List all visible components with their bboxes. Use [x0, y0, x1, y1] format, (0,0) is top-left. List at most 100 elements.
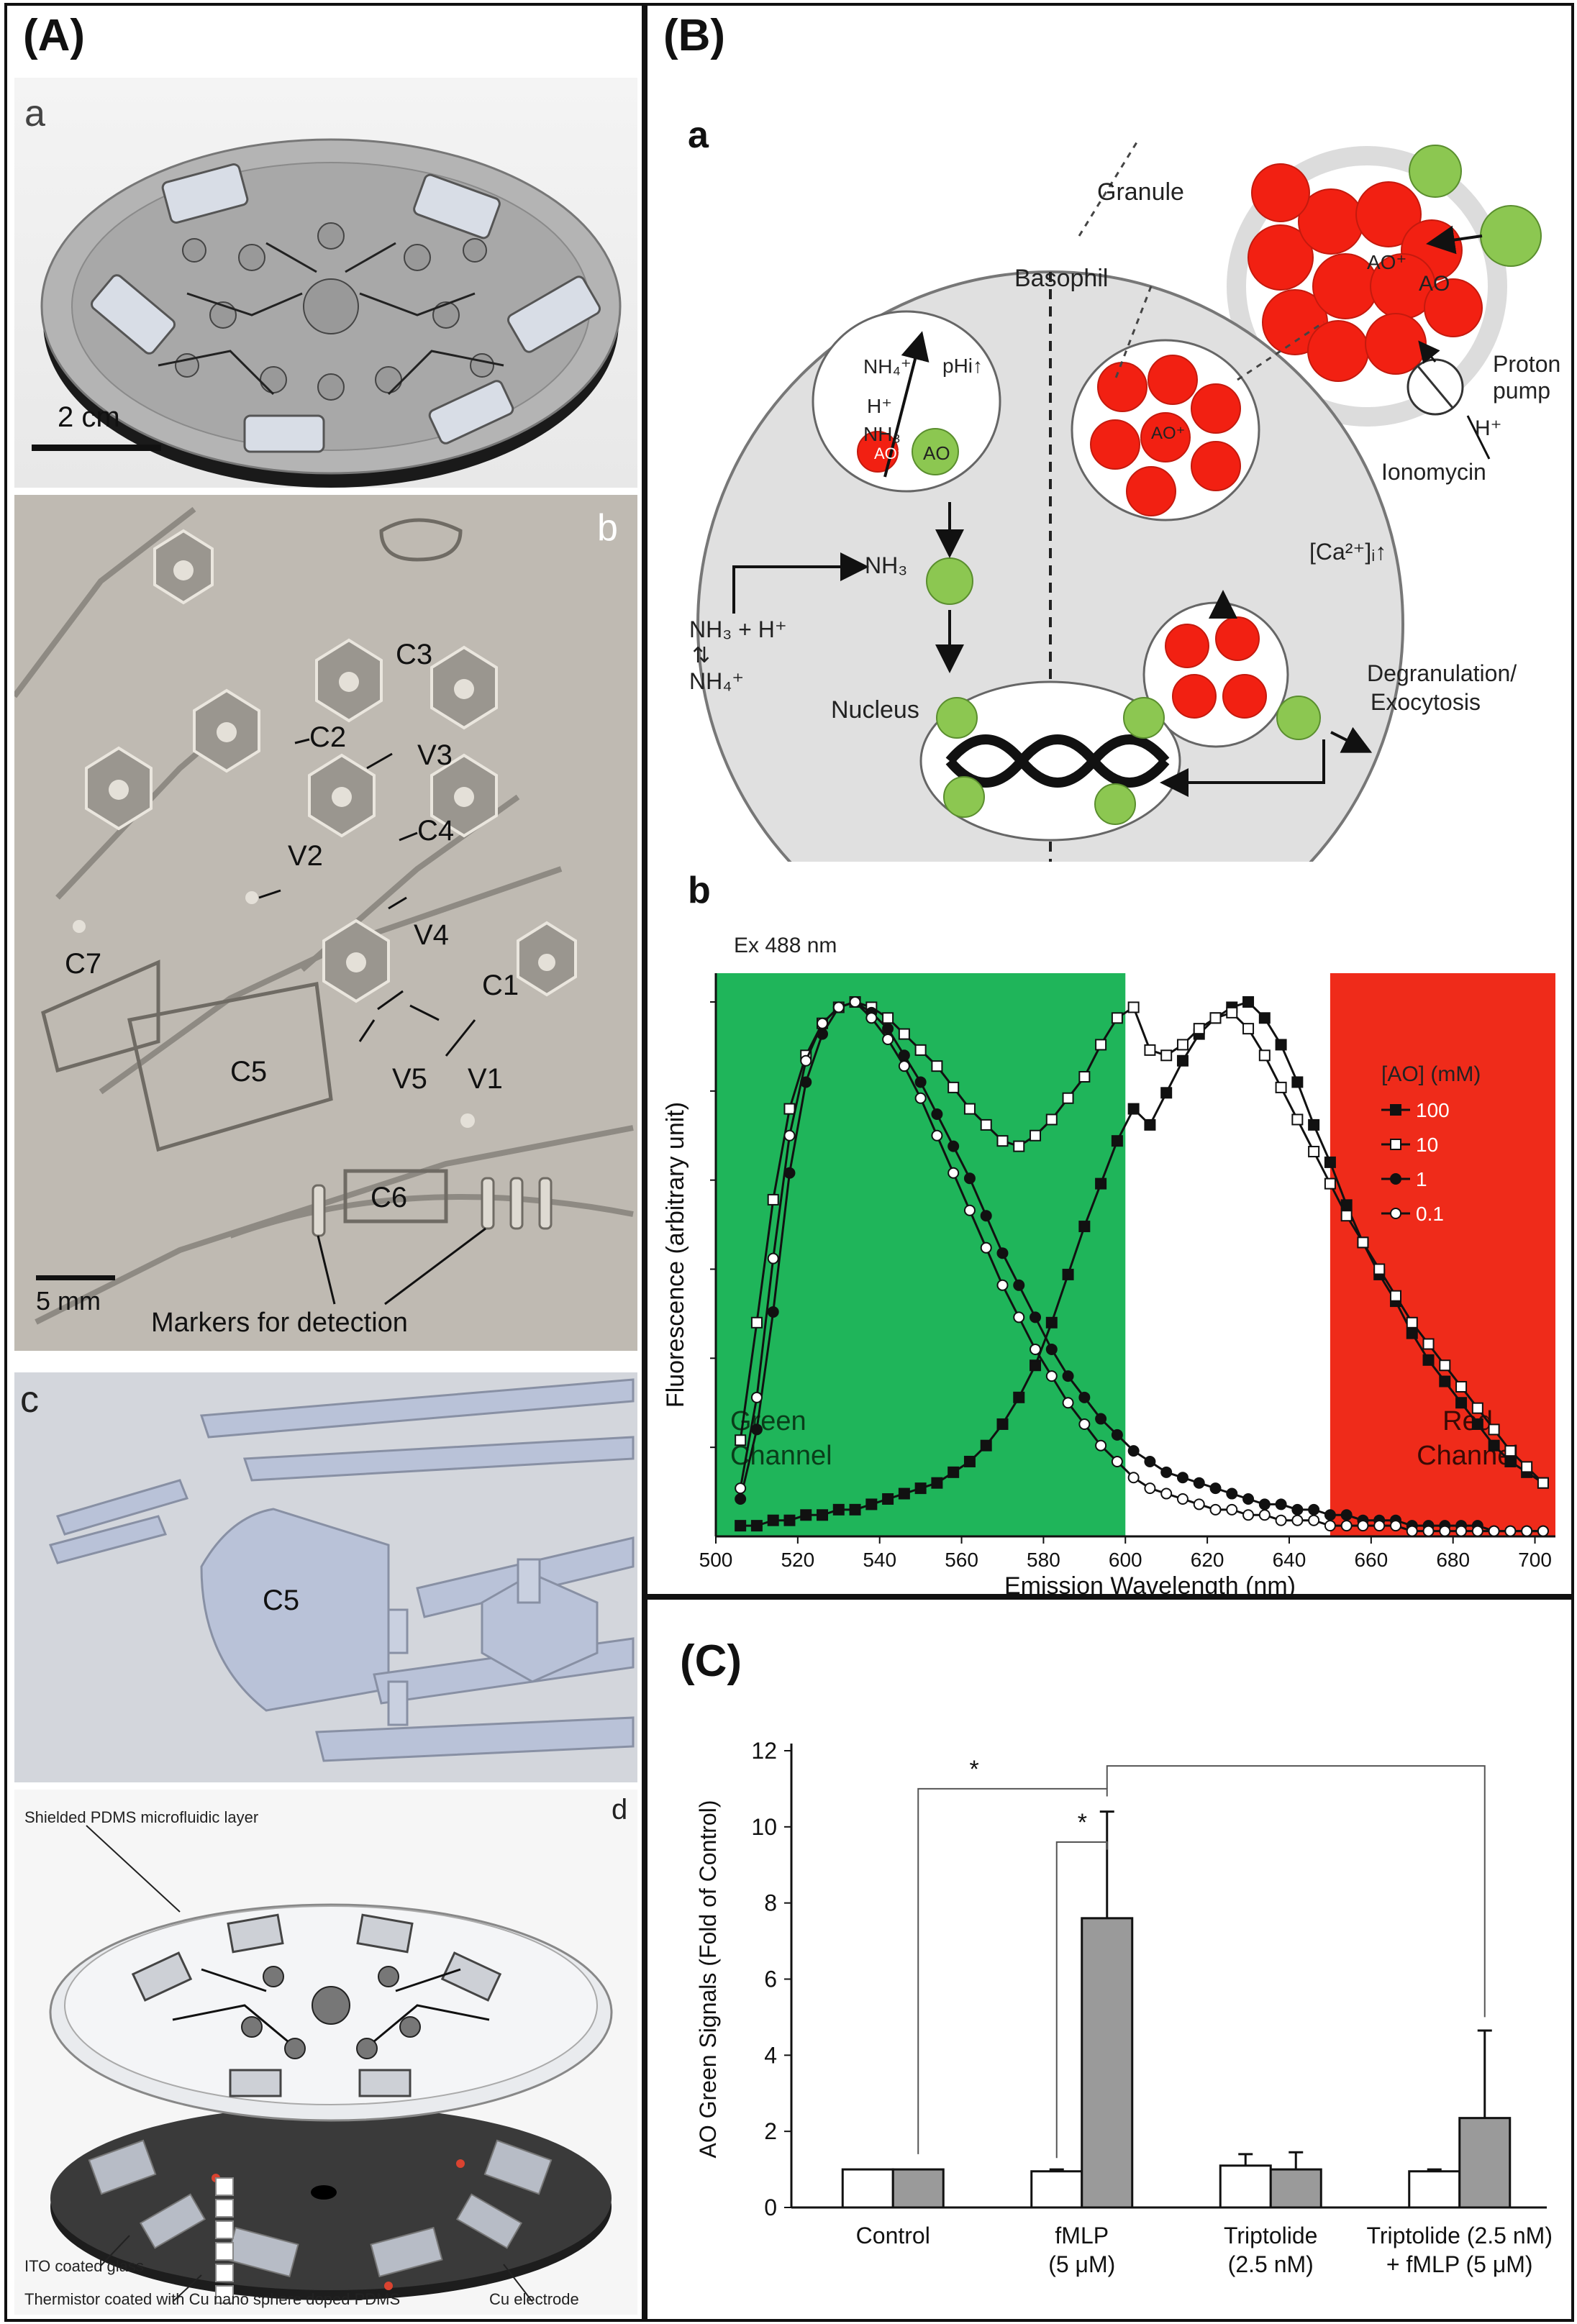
data-point-10 [1258, 1049, 1271, 1062]
data-point-0.1 [980, 1241, 992, 1254]
chamber-label-c3: C3 [396, 639, 433, 670]
data-point-100 [1030, 1359, 1042, 1372]
shield-layer-label: Shielded PDMS microfluidic layer [24, 1808, 259, 1826]
basophil-schematic [696, 142, 1542, 862]
data-point-100 [800, 1509, 812, 1521]
x-tick-label: 520 [781, 1549, 814, 1571]
data-point-10 [1095, 1039, 1107, 1051]
chamber-label-c1: C1 [482, 970, 519, 1001]
data-point-0.1 [1258, 1509, 1271, 1521]
data-point-1 [1062, 1370, 1074, 1382]
data-point-0.1 [817, 1017, 829, 1029]
subpanel-c-label: c [20, 1379, 39, 1421]
data-point-10 [1521, 1461, 1533, 1473]
significance-star: * [1078, 1809, 1087, 1836]
data-point-0.1 [1095, 1439, 1107, 1452]
bar [891, 2168, 945, 2209]
bar [1408, 2170, 1461, 2209]
data-point-0.1 [947, 1167, 960, 1179]
data-point-0.1 [750, 1391, 763, 1403]
data-point-0.1 [1111, 1455, 1123, 1467]
label-equilibrium: ⇅ [692, 644, 711, 667]
label-granule: Granule [1097, 178, 1184, 206]
data-point-10 [882, 1012, 894, 1024]
data-point-100 [1258, 1012, 1271, 1024]
data-point-1 [947, 1140, 960, 1152]
label-ao-plus-granule: AO⁺ [1367, 251, 1407, 273]
data-point-1 [1045, 1343, 1058, 1355]
ito-glass-label: ITO coated glass [24, 2257, 144, 2275]
chamber-3d-drawing [48, 1378, 635, 1762]
granule-acid-spheres [1247, 163, 1483, 382]
legend-marker [1390, 1173, 1401, 1185]
panel-b: (B) [645, 3, 1574, 1597]
bar-y-tick-label: 4 [764, 2042, 777, 2068]
data-point-100 [1406, 1327, 1418, 1339]
x-tick-label: 640 [1273, 1549, 1306, 1571]
chamber-label-c2: C2 [309, 721, 347, 753]
data-point-0.1 [1144, 1482, 1156, 1495]
data-point-1 [1013, 1279, 1025, 1291]
data-point-1 [1258, 1498, 1271, 1510]
label-hplus-inner: H⁺ [867, 395, 892, 417]
data-point-1 [1144, 1455, 1156, 1467]
data-point-0.1 [1045, 1370, 1058, 1382]
data-point-100 [1422, 1354, 1435, 1366]
bar [1081, 1917, 1134, 2209]
data-point-100 [1275, 1039, 1287, 1051]
data-point-100 [1471, 1418, 1483, 1430]
data-point-100 [1111, 1135, 1123, 1147]
data-point-1 [1226, 1487, 1238, 1500]
label-nh3-inner: NH₃ [863, 423, 901, 445]
data-point-0.1 [1521, 1525, 1533, 1537]
data-point-10 [1045, 1113, 1058, 1126]
data-point-1 [1193, 1477, 1205, 1489]
x-tick-label: 580 [1027, 1549, 1060, 1571]
data-point-10 [1127, 1001, 1140, 1013]
data-point-100 [735, 1520, 747, 1532]
data-point-10 [1324, 1177, 1336, 1190]
bar [841, 2168, 894, 2209]
significance-bracket [1055, 1841, 1108, 2159]
data-point-0.1 [1357, 1520, 1369, 1532]
data-point-100 [1324, 1156, 1336, 1168]
data-point-100 [1176, 1054, 1189, 1067]
data-point-1 [1275, 1498, 1287, 1510]
data-point-0.1 [1340, 1520, 1353, 1532]
panel-a: (A) a [4, 3, 645, 2322]
panel-c-label: (C) [680, 1636, 742, 1686]
data-point-10 [947, 1081, 960, 1093]
x-tick-label: 600 [1109, 1549, 1142, 1571]
data-point-10 [1340, 1210, 1353, 1222]
bar-y-tick-label: 6 [764, 1967, 777, 1992]
data-point-0.1 [1226, 1503, 1238, 1516]
data-point-0.1 [882, 1034, 894, 1046]
label-proton-pump: Proton pump [1493, 351, 1561, 404]
chip-photo-drawing [14, 506, 634, 1325]
data-point-0.1 [1504, 1525, 1517, 1537]
device-disc-drawing [32, 138, 622, 488]
data-point-1 [1127, 1445, 1140, 1457]
chamber-label-c5-3d: C5 [263, 1585, 300, 1616]
bar [1269, 2168, 1322, 2209]
data-point-100 [832, 1503, 845, 1516]
data-point-0.1 [1030, 1343, 1042, 1355]
data-point-100 [1242, 996, 1255, 1008]
data-point-1 [996, 1247, 1009, 1259]
data-point-0.1 [1193, 1498, 1205, 1510]
legend-title: [AO] (mM) [1381, 1062, 1481, 1086]
data-point-0.1 [914, 1092, 927, 1104]
data-point-0.1 [1062, 1397, 1074, 1409]
data-point-100 [914, 1482, 927, 1495]
data-point-1 [980, 1210, 992, 1222]
chamber-label-c5: C5 [230, 1056, 268, 1088]
data-point-10 [1275, 1081, 1287, 1093]
data-point-10 [914, 1044, 927, 1056]
x-tick-label: 680 [1436, 1549, 1470, 1571]
data-point-0.1 [963, 1204, 976, 1216]
category-label: fMLP [1055, 2223, 1109, 2248]
data-point-100 [1291, 1076, 1304, 1088]
data-point-10 [1439, 1359, 1451, 1372]
legend-label-10: 10 [1416, 1134, 1438, 1156]
